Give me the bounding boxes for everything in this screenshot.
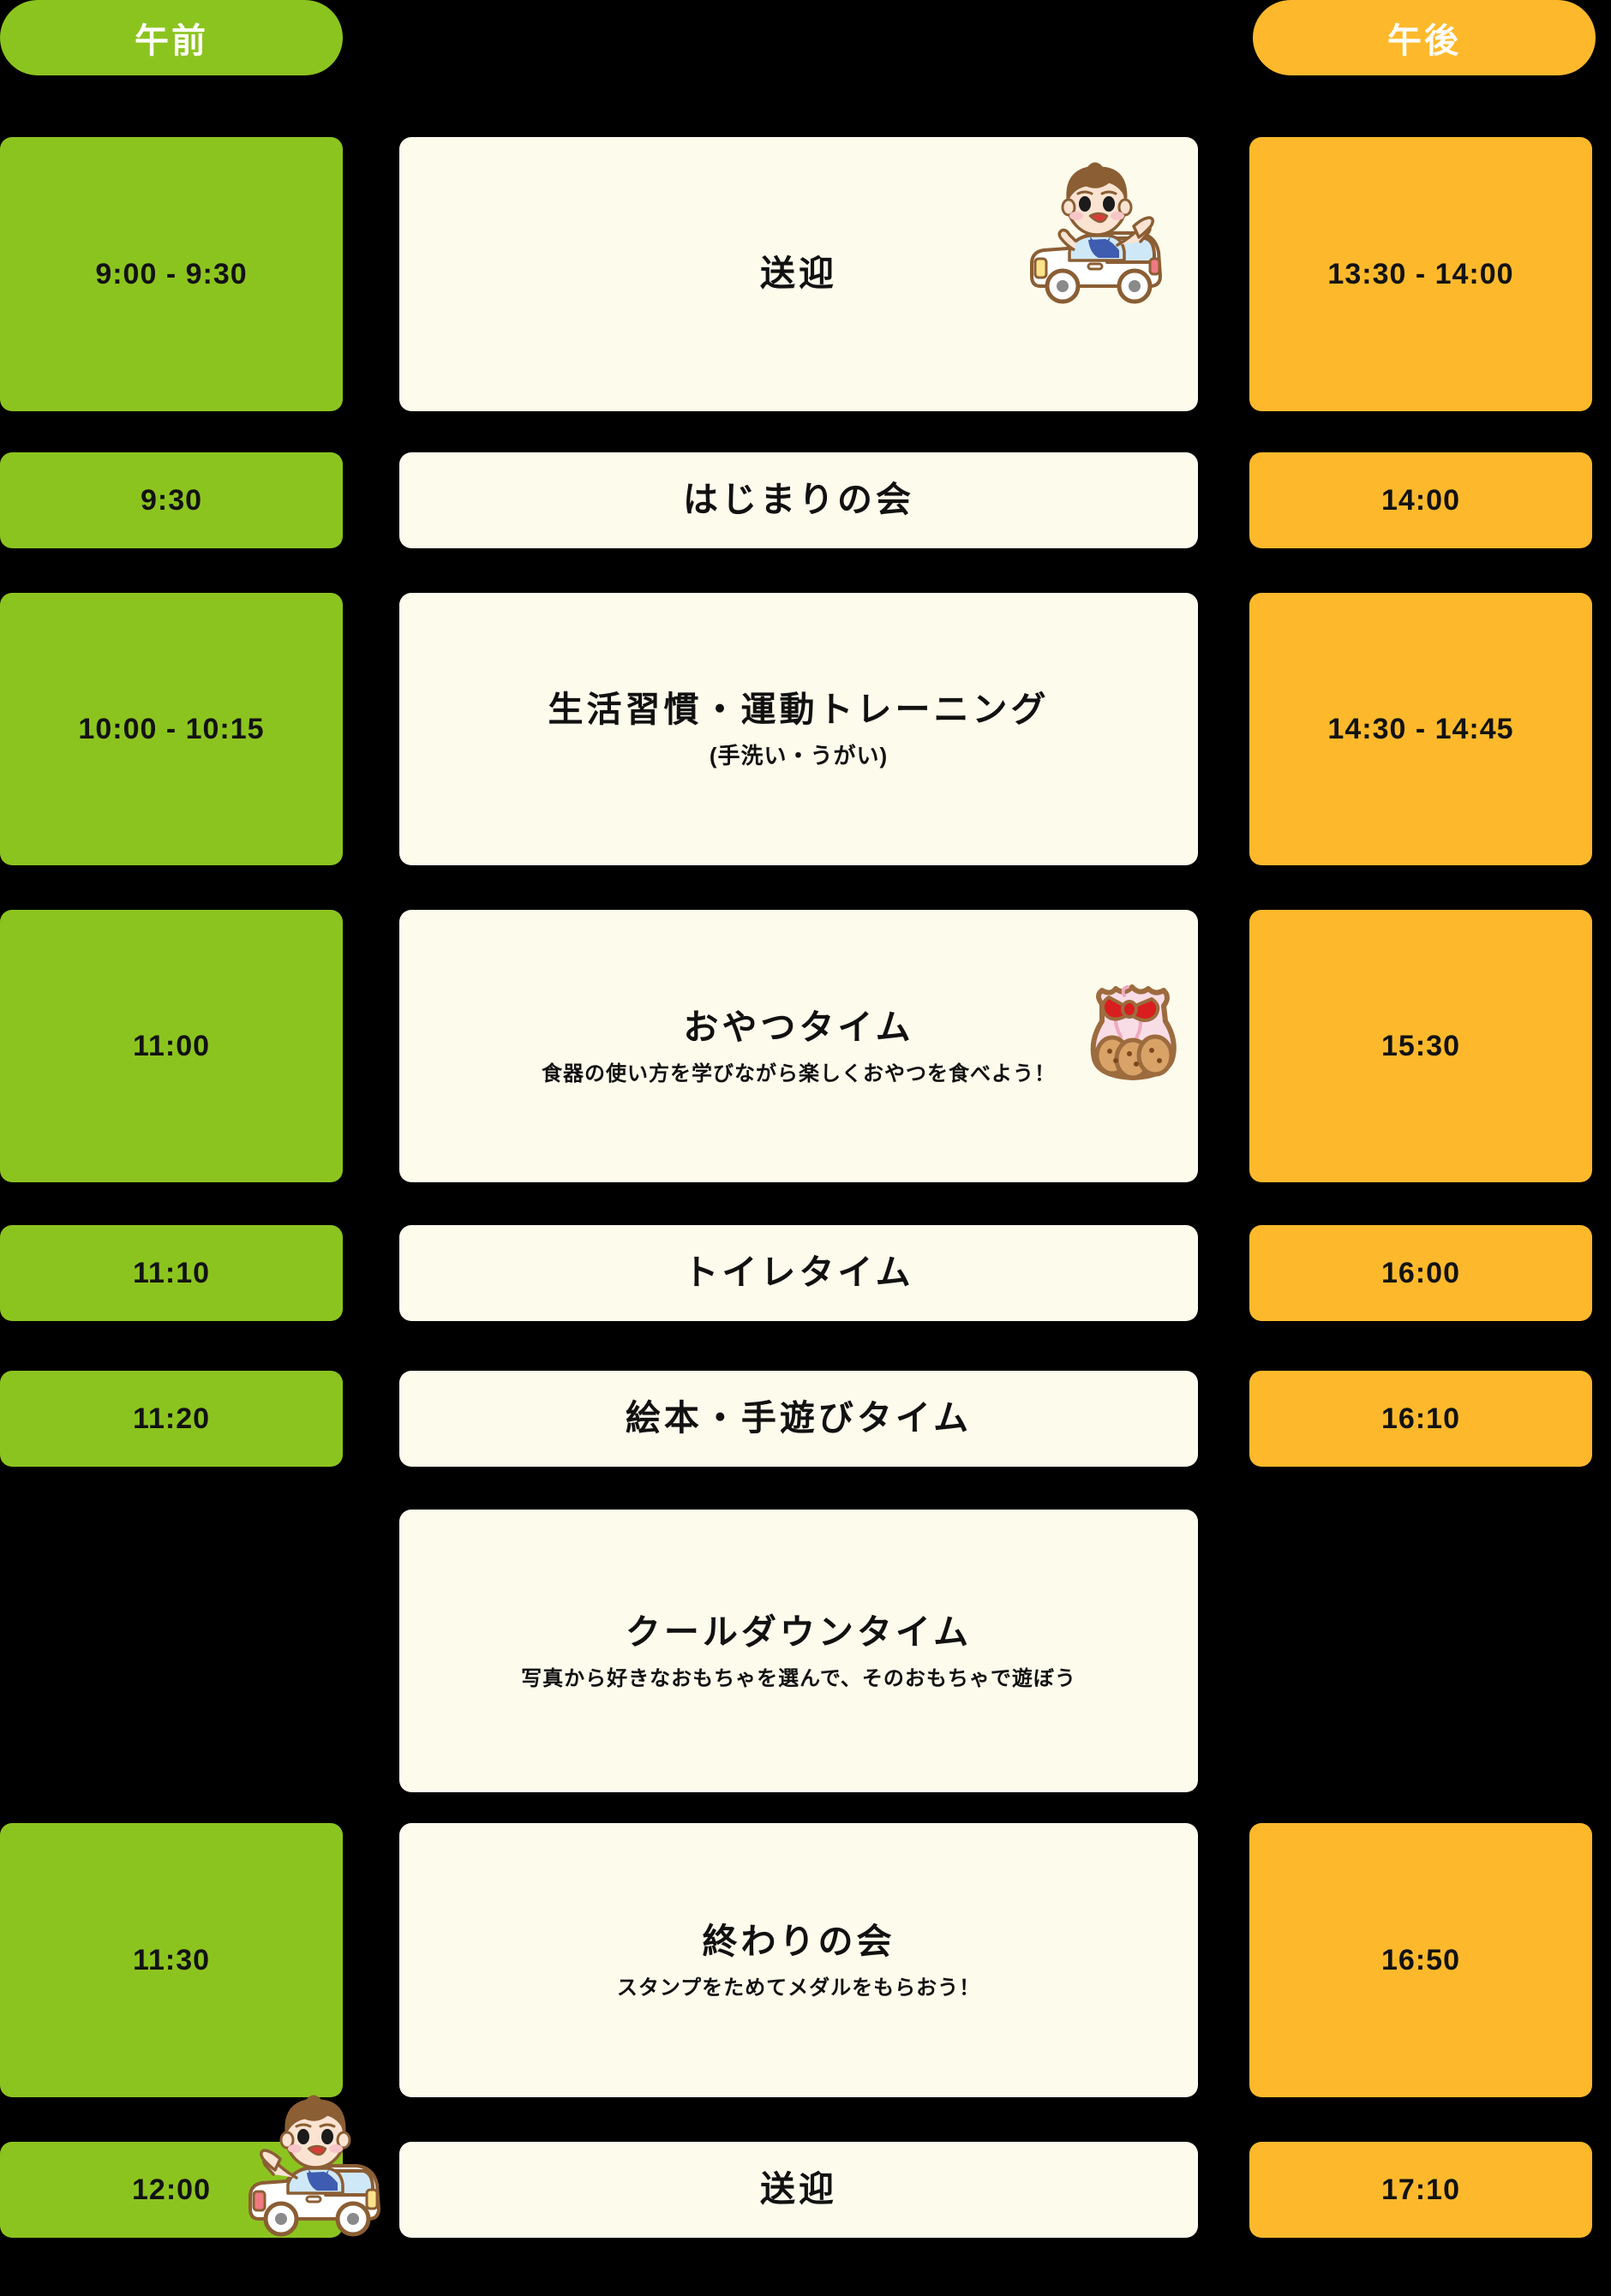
morning-time-label: 9:30	[140, 483, 203, 517]
morning-time-cell[interactable]: 10:00 - 10:15	[0, 593, 343, 865]
afternoon-header-pill: 午後	[1253, 0, 1596, 75]
activity-title: 送迎	[760, 2169, 837, 2209]
afternoon-time-cell[interactable]: 16:10	[1249, 1371, 1592, 1467]
afternoon-time-label: 16:10	[1381, 1402, 1460, 1435]
afternoon-time-label: 14:00	[1381, 483, 1460, 517]
boy-in-car-icon	[1016, 156, 1179, 319]
afternoon-time-label: 15:30	[1381, 1029, 1460, 1062]
morning-time-label: 11:20	[132, 1402, 211, 1435]
activity-cell[interactable]: クールダウンタイム 写真から好きなおもちゃを選んで、そのおもちゃで遊ぼう	[399, 1510, 1198, 1792]
activity-title: 送迎	[760, 254, 837, 294]
activity-title: 絵本・手遊びタイム	[625, 1398, 973, 1438]
activity-cell[interactable]: 送迎	[248, 2095, 1198, 2238]
activity-cell[interactable]: トイレタイム	[399, 1225, 1198, 1321]
afternoon-time-cell[interactable]: 17:10	[1249, 2142, 1592, 2238]
activity-cell[interactable]: はじまりの会	[399, 452, 1198, 548]
activity-title: 生活習慣・運動トレーニング	[548, 689, 1050, 729]
schedule-row: 11:00 おやつタイム 食器の使い方を学びながら楽しくおやつを食べよう！	[0, 910, 1611, 1182]
activity-cell[interactable]: 生活習慣・運動トレーニング (手洗い・うがい)	[399, 593, 1198, 865]
schedule-row: 11:30 終わりの会 スタンプをためてメダルをもらおう！ 16:50	[0, 1823, 1611, 2097]
morning-time-label: 11:30	[132, 1943, 211, 1976]
morning-time-cell[interactable]: 11:00	[0, 910, 343, 1182]
morning-time-cell[interactable]: 11:20	[0, 1371, 343, 1467]
activity-title: 終わりの会	[702, 1921, 895, 1961]
activity-subtitle: (手洗い・うがい)	[709, 743, 889, 769]
afternoon-time-cell[interactable]: 15:30	[1249, 910, 1592, 1182]
morning-time-label: 12:00	[132, 2173, 211, 2206]
afternoon-time-cell[interactable]: 16:00	[1249, 1225, 1592, 1321]
morning-time-cell[interactable]: 9:30	[0, 452, 343, 548]
schedule-row: 9:30 はじまりの会 14:00	[0, 452, 1611, 548]
activity-subtitle: スタンプをためてメダルをもらおう！	[616, 1976, 981, 2000]
activity-title: トイレタイム	[683, 1253, 914, 1293]
morning-time-label: 10:00 - 10:15	[78, 712, 265, 745]
activity-title: おやつタイム	[683, 1007, 914, 1047]
cookie-bag-icon	[1083, 966, 1184, 1086]
afternoon-time-cell[interactable]: 14:00	[1249, 452, 1592, 548]
morning-time-label: 11:10	[132, 1256, 211, 1289]
afternoon-time-label: 17:10	[1381, 2173, 1460, 2206]
afternoon-time-cell[interactable]: 13:30 - 14:00	[1249, 137, 1592, 411]
schedule-row: 11:20 絵本・手遊びタイム 16:10	[0, 1371, 1611, 1467]
morning-header-pill: 午前	[0, 0, 343, 75]
afternoon-time-label: 16:50	[1381, 1943, 1460, 1976]
schedule-row: 12:00 送迎	[0, 2095, 1611, 2238]
afternoon-time-label: 16:00	[1381, 1256, 1460, 1289]
morning-time-cell[interactable]: 9:00 - 9:30	[0, 137, 343, 411]
activity-cell[interactable]: おやつタイム 食器の使い方を学びながら楽しくおやつを食べよう！	[399, 910, 1198, 1182]
activity-cell[interactable]: 送迎	[399, 137, 1198, 411]
morning-time-label: 11:00	[132, 1029, 211, 1062]
schedule-row: クールダウンタイム 写真から好きなおもちゃを選んで、そのおもちゃで遊ぼう	[0, 1510, 1611, 1792]
afternoon-time-label: 14:30 - 14:45	[1327, 712, 1514, 745]
activity-title: クールダウンタイム	[625, 1611, 973, 1652]
schedule-row: 11:10 トイレタイム 16:00	[0, 1225, 1611, 1321]
activity-title: はじまりの会	[683, 480, 914, 520]
morning-header-label: 午前	[135, 22, 208, 60]
activity-subtitle: 食器の使い方を学びながら楽しくおやつを食べよう！	[542, 1062, 1056, 1086]
afternoon-time-label: 13:30 - 14:00	[1327, 257, 1514, 290]
activity-cell[interactable]: 終わりの会 スタンプをためてメダルをもらおう！	[399, 1823, 1198, 2097]
morning-time-cell[interactable]: 11:30	[0, 1823, 343, 2097]
schedule-row: 10:00 - 10:15 生活習慣・運動トレーニング (手洗い・うがい) 14…	[0, 593, 1611, 865]
schedule-row: 9:00 - 9:30 送迎	[0, 137, 1611, 411]
activity-cell[interactable]: 絵本・手遊びタイム	[399, 1371, 1198, 1467]
morning-time-cell[interactable]: 12:00	[0, 2142, 343, 2238]
afternoon-time-cell[interactable]: 16:50	[1249, 1823, 1592, 2097]
morning-time-label: 9:00 - 9:30	[95, 257, 248, 290]
morning-time-cell[interactable]: 11:10	[0, 1225, 343, 1321]
afternoon-time-cell[interactable]: 14:30 - 14:45	[1249, 593, 1592, 865]
activity-subtitle: 写真から好きなおもちゃを選んで、そのおもちゃで遊ぼう	[521, 1667, 1076, 1691]
afternoon-header-label: 午後	[1387, 22, 1461, 60]
